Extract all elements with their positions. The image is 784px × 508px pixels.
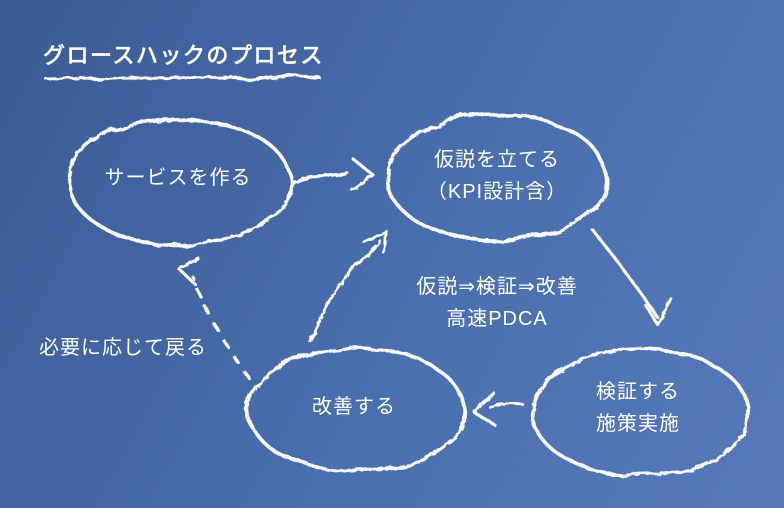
return-when-needed-note: 必要に応じて戻る — [39, 337, 207, 359]
edge-create-to-hypothesis-arrowhead — [347, 155, 372, 189]
edge-create-to-hypothesis-line — [287, 169, 347, 182]
edge-verify-to-improve-arrowhead — [469, 388, 495, 425]
edge-hypothesis-to-verify-arrowhead — [641, 295, 671, 323]
node-label-verify-execute: 検証する 施策実施 — [596, 381, 680, 435]
edge-improve-to-create-arrowhead — [174, 255, 199, 284]
edge-verify-to-improve-line — [485, 398, 522, 406]
node-label-improve: 改善する — [312, 396, 396, 418]
edge-hypothesis-to-verify-line — [590, 227, 656, 316]
title-underline — [42, 73, 319, 79]
edge-improve-to-hypothesis-line — [305, 236, 379, 340]
form-hypothesis-ellipse — [383, 111, 607, 241]
edge-improve-to-hypothesis-arrowhead — [359, 226, 385, 253]
node-label-form-hypothesis: 仮説を立てる （KPI設計含） — [426, 149, 568, 203]
node-label-create-service: サービスを作る — [104, 167, 252, 189]
verify-execute-ellipse — [528, 344, 748, 476]
diagram-title: グロースハックのプロセス — [43, 43, 324, 68]
cycle-speed-note: 仮説⇒検証⇒改善 高速PDCA — [416, 276, 578, 330]
improve-ellipse — [244, 344, 464, 472]
edge-improve-to-create-dashed-line — [188, 272, 248, 377]
